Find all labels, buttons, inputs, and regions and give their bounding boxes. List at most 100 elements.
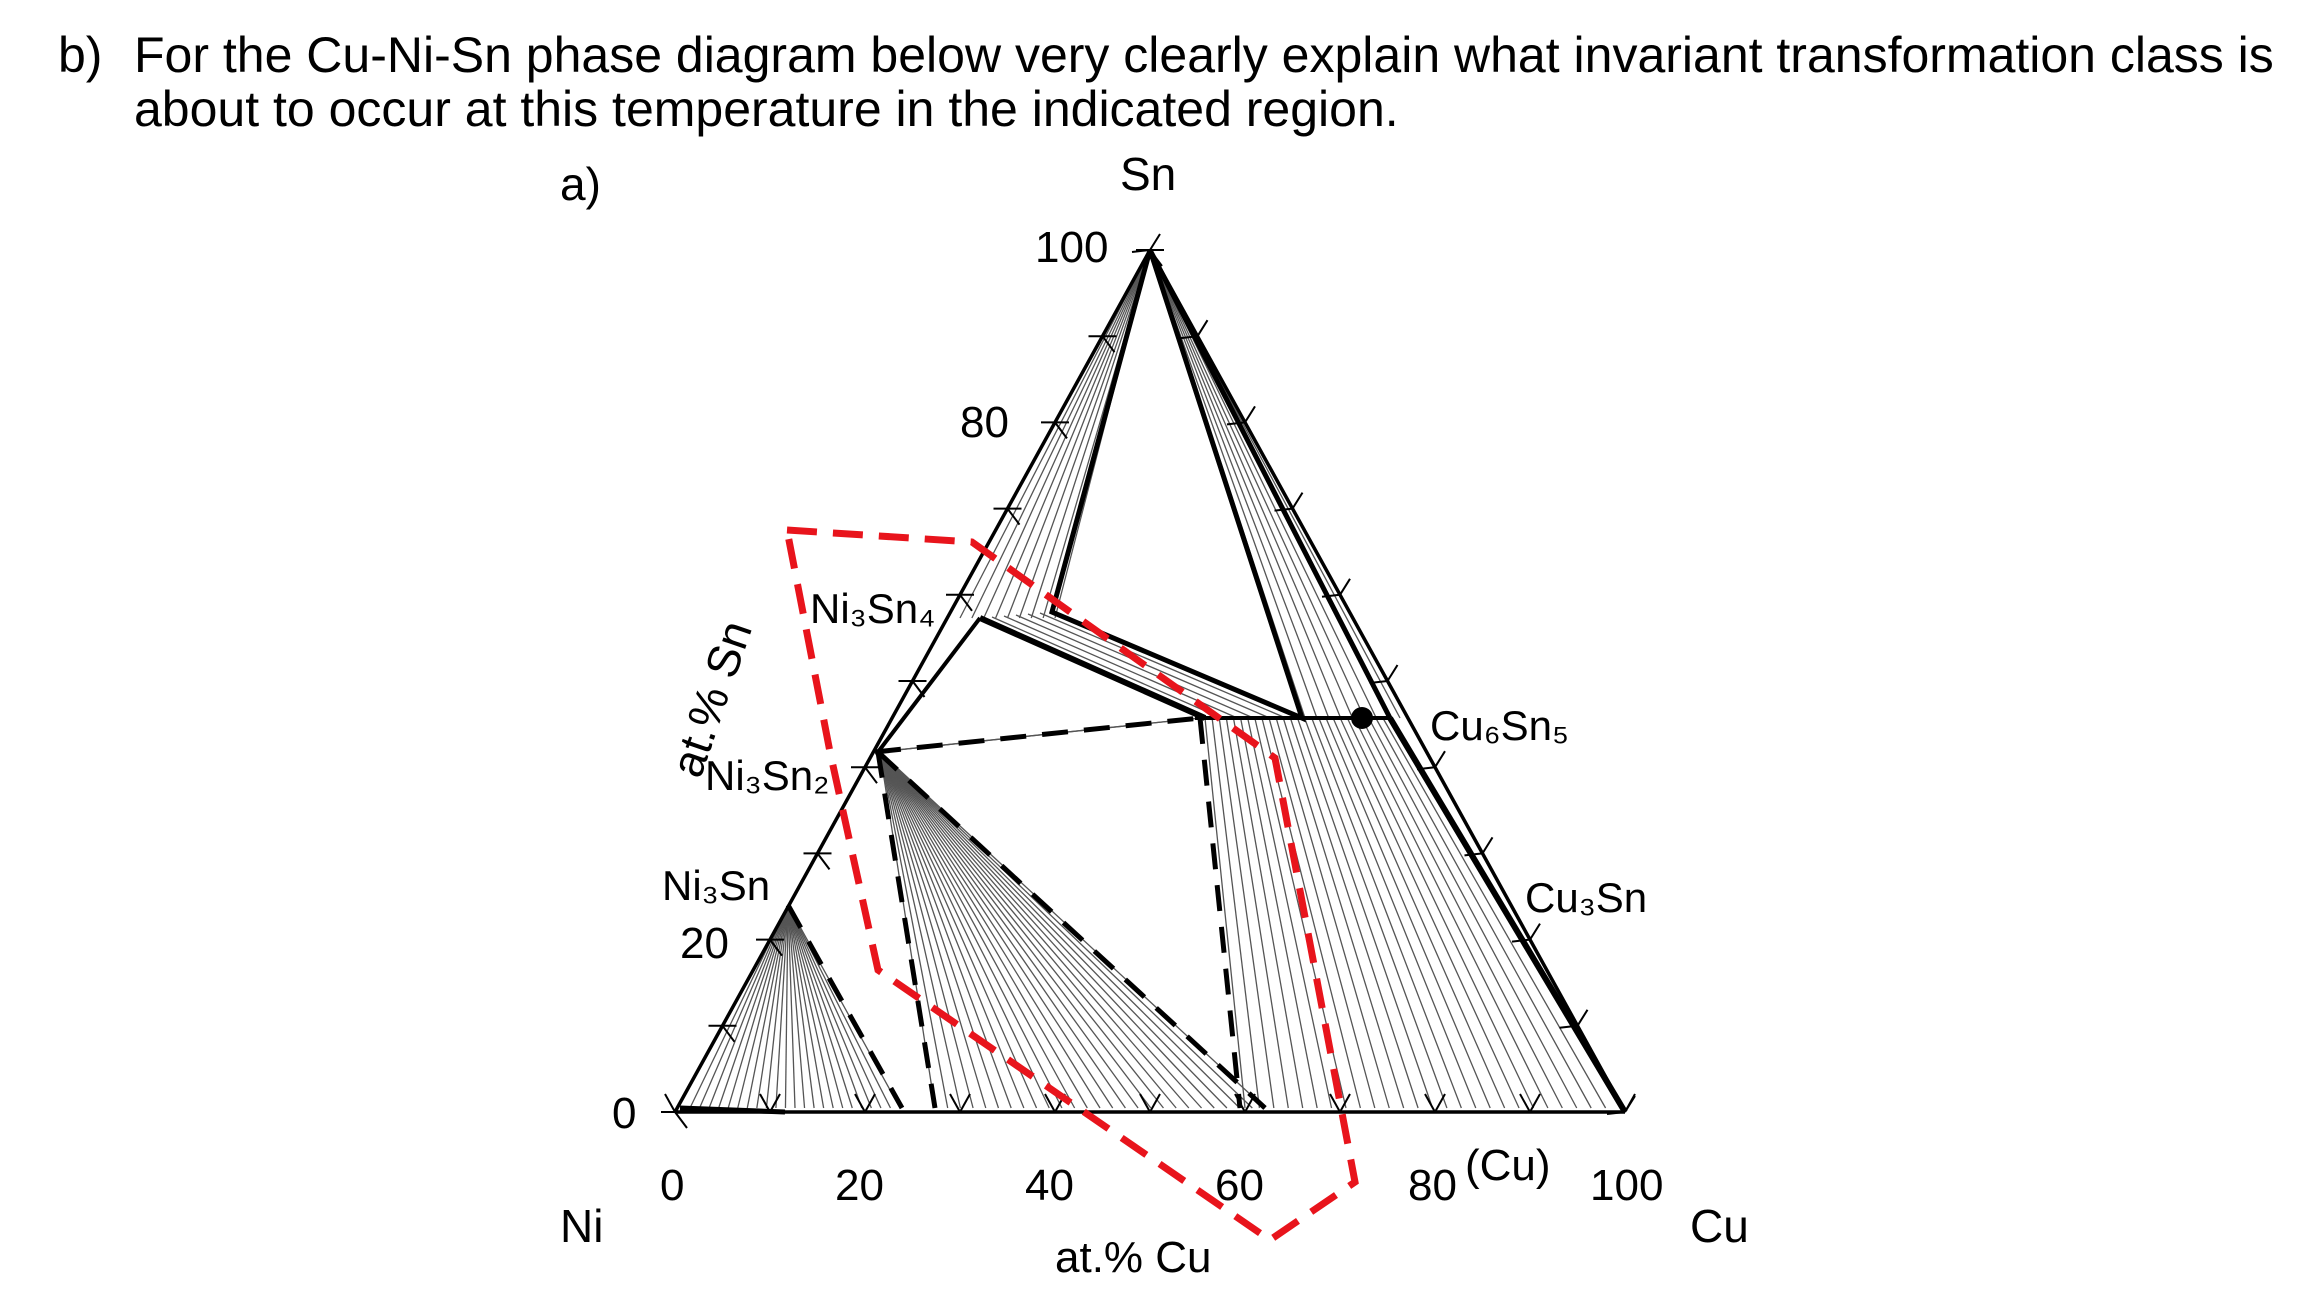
tick <box>1559 1024 1578 1029</box>
tie-line <box>879 751 1101 1109</box>
tick <box>1434 1093 1446 1113</box>
tie-line <box>879 751 1190 1109</box>
tick <box>864 766 878 784</box>
tie-line <box>787 904 863 1109</box>
tick <box>1614 1093 1626 1113</box>
tie-line <box>1289 717 1419 1109</box>
tie-line <box>1325 717 1491 1109</box>
tick <box>1291 492 1304 510</box>
tick-label-sn-20: 20 <box>680 919 729 968</box>
tie-line <box>879 751 1000 1109</box>
tie-line <box>784 904 789 1109</box>
tie-line <box>1261 717 1362 1109</box>
tick <box>949 1093 961 1113</box>
tie-line <box>1375 717 1592 1109</box>
tie-line <box>1282 717 1405 1109</box>
tick <box>1624 1095 1636 1113</box>
tie-line <box>1149 249 1330 719</box>
tie-line <box>765 904 789 1109</box>
phase-label-ni3sn2: Ni₃Sn₂ <box>705 752 829 799</box>
tick <box>1329 1093 1341 1113</box>
composition-point <box>1351 707 1373 729</box>
tie-line <box>971 249 1151 619</box>
tie-line <box>1211 717 1261 1109</box>
tick-label-sn-0: 0 <box>612 1089 636 1138</box>
tick-label-cu-40: 40 <box>1025 1161 1074 1210</box>
dashed-boundaries <box>785 715 1267 1110</box>
tick <box>1139 1093 1151 1113</box>
tick <box>1481 836 1494 854</box>
cu6sn5-cu-edge <box>1387 716 1628 1114</box>
tie-line <box>787 904 796 1109</box>
tick <box>959 1093 971 1113</box>
cu-solution-label: (Cu) <box>1465 1141 1551 1190</box>
tie-line <box>1149 249 1342 719</box>
tie-line <box>879 751 1076 1109</box>
tie-line <box>1339 717 1520 1109</box>
tie-line <box>787 904 806 1109</box>
tie-line <box>787 904 853 1109</box>
tie-line <box>1296 717 1434 1109</box>
tie-line <box>787 904 901 1109</box>
tie-line <box>983 249 1151 619</box>
tie-line <box>1368 717 1578 1109</box>
highlight-region <box>782 526 1359 1245</box>
tie-line <box>787 904 825 1109</box>
ni3sn2-cu-dash <box>876 750 1267 1110</box>
tie-line <box>879 751 1012 1109</box>
tick <box>1529 1093 1541 1113</box>
tie-line <box>879 751 1088 1109</box>
tie-line <box>879 751 962 1109</box>
tick <box>1434 750 1446 768</box>
tie-line <box>1268 717 1376 1109</box>
tie-line <box>1239 717 1318 1109</box>
tick <box>1226 421 1246 426</box>
tick <box>769 938 783 957</box>
tick <box>769 1093 781 1113</box>
tie-line <box>1360 717 1563 1109</box>
tie-line <box>879 751 1228 1109</box>
tick <box>674 1111 688 1129</box>
tie-line <box>879 751 1177 1109</box>
tie-line <box>879 751 1126 1109</box>
sn-ni3sn4-cu6sn5-triangle <box>1049 249 1307 723</box>
tie-line <box>879 751 949 1109</box>
apex-sn-label: Sn <box>1120 148 1176 200</box>
tie-line <box>879 751 1063 1109</box>
tie-line <box>879 751 1203 1109</box>
tie-line <box>879 751 1025 1109</box>
tick <box>1339 578 1351 596</box>
tie-line <box>879 751 987 1109</box>
tick <box>1369 680 1388 684</box>
tick <box>1321 593 1341 598</box>
tick <box>854 1093 866 1113</box>
tie-line <box>1225 717 1289 1109</box>
tick <box>721 1025 736 1043</box>
tie-line <box>879 751 1152 1109</box>
tick-label-cu-80: 80 <box>1408 1161 1457 1210</box>
tie-line <box>1311 717 1462 1109</box>
tick <box>1529 923 1541 941</box>
tie-line <box>879 751 1114 1109</box>
tie-line <box>1030 249 1151 619</box>
ni3sn4-cu6sn5-boundary <box>978 615 1207 721</box>
tick <box>1149 249 1163 267</box>
tie-line <box>787 904 844 1109</box>
tick <box>1464 852 1483 857</box>
tie-line <box>879 751 974 1109</box>
tie-line <box>1382 717 1607 1109</box>
tick <box>759 1093 771 1113</box>
tie-line <box>1204 717 1246 1109</box>
phase-label-ni3sn: Ni₃Sn <box>662 862 770 909</box>
tick <box>1386 664 1399 682</box>
tick <box>674 1093 686 1113</box>
panel-label: a) <box>560 158 601 210</box>
tie-line <box>879 751 1139 1109</box>
tick <box>1576 1009 1589 1027</box>
ni3sn4-ni3sn2-boundary <box>876 616 982 754</box>
tick-label-cu-60: 60 <box>1215 1161 1264 1210</box>
tie-line <box>1018 249 1151 619</box>
tie-line <box>787 904 834 1109</box>
tie-line <box>775 904 789 1109</box>
